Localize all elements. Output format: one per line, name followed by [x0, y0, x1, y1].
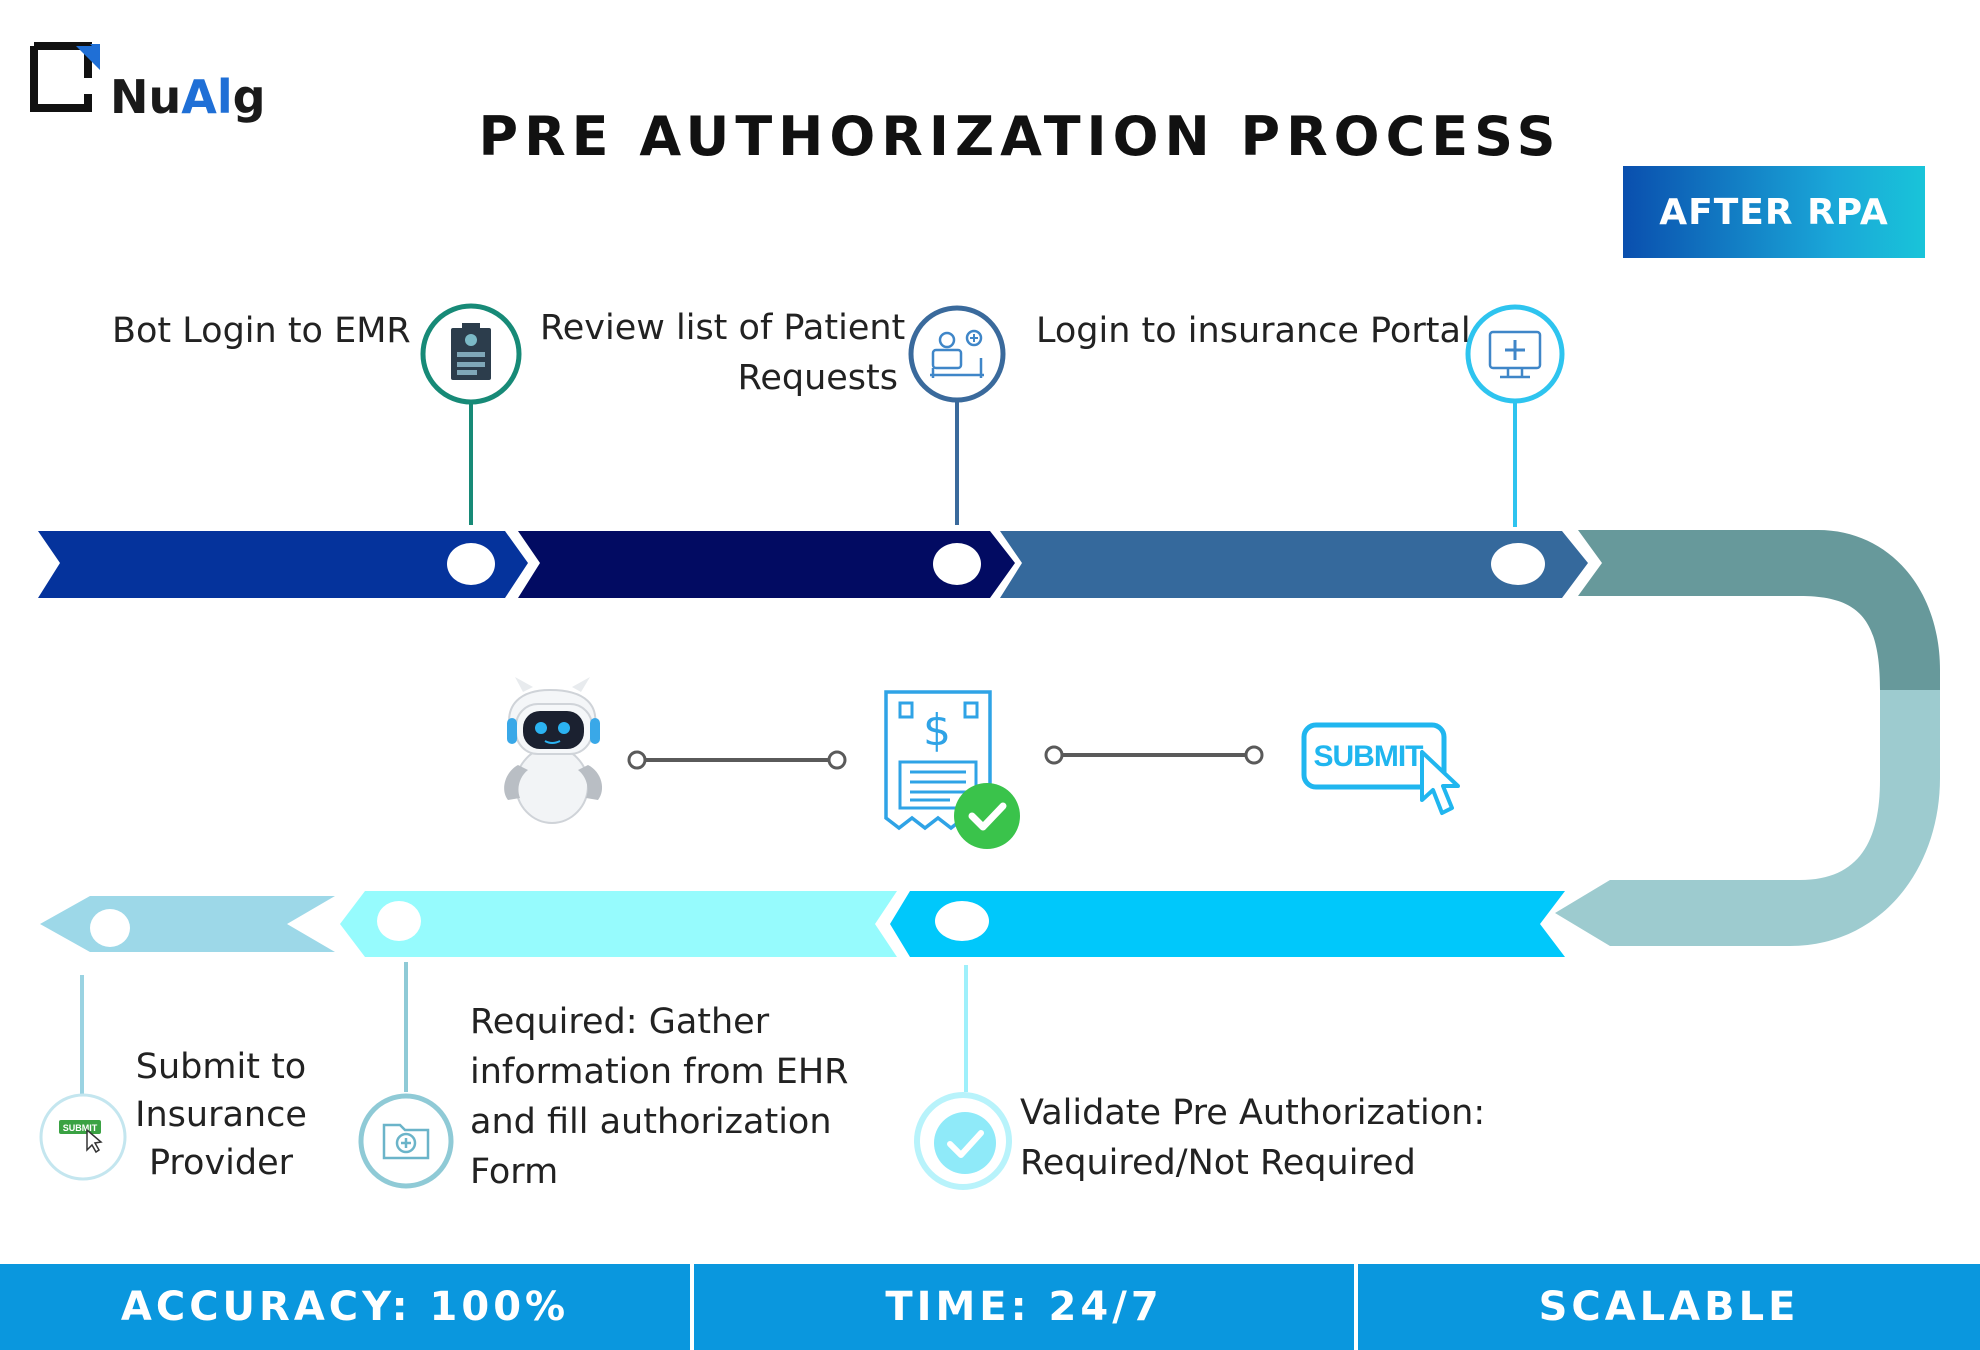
check-circle-icon: [914, 1092, 1012, 1190]
node-dot: [1491, 543, 1545, 585]
brand-logo-text: NuAlg: [110, 70, 266, 124]
connector-line-1: [627, 750, 847, 770]
submit-button-text: SUBMIT: [1314, 740, 1424, 773]
small-submit-text: SUBMIT: [63, 1123, 98, 1133]
stat-accuracy: ACCURACY: 100%: [0, 1264, 690, 1350]
nualg-logo-icon: [30, 42, 100, 112]
node-dot: [447, 543, 495, 585]
step-label-insurance-login: Login to insurance Portal: [1036, 311, 1471, 351]
node-dot: [933, 543, 981, 585]
stat-time: TIME: 24/7: [694, 1264, 1354, 1350]
submit-click-icon: SUBMIT: [1301, 722, 1460, 815]
connector-line-2: [1044, 745, 1264, 765]
arrow-segment-6: [40, 896, 335, 952]
uturn-curve-top: [1578, 530, 1940, 720]
arrow-segment-2: [518, 531, 1015, 598]
medical-monitor-icon: [1465, 304, 1565, 404]
step-label-validate-preauth: Validate Pre Authorization:Required/Not …: [1020, 1093, 1486, 1183]
arrow-segment-4: [890, 891, 1565, 957]
page-title: PRE AUTHORIZATION PROCESS: [478, 105, 1562, 168]
uturn-curve-bottom: [1555, 690, 1940, 946]
robot-icon: [504, 677, 603, 824]
arrow-segment-3: [1000, 531, 1588, 598]
node-dot: [90, 909, 130, 947]
stat-scalable: SCALABLE: [1358, 1264, 1980, 1350]
node-dot: [377, 901, 421, 941]
after-rpa-badge: AFTER RPA: [1623, 166, 1925, 258]
svg-text:$: $: [923, 705, 951, 756]
submit-button-icon: SUBMIT: [39, 1093, 127, 1181]
clipboard-icon: [420, 303, 522, 405]
step-label-bot-login: Bot Login to EMR: [112, 311, 411, 351]
invoice-check-icon: $: [884, 690, 1020, 849]
medical-folder-icon: [358, 1093, 454, 1189]
arrow-segment-5: [340, 891, 897, 957]
arrow-segment-1: [38, 531, 528, 598]
patient-bed-icon: [908, 305, 1006, 403]
node-dot: [935, 901, 989, 941]
